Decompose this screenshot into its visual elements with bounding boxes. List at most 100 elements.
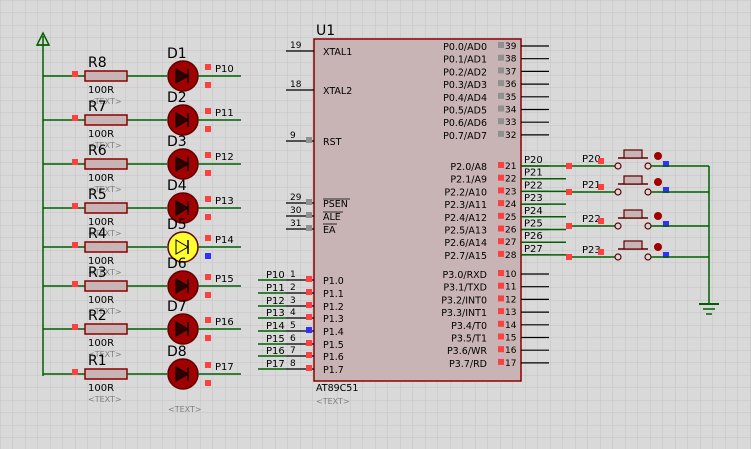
chip-pin-p12: 3P1.2	[286, 296, 344, 313]
resistor-body	[84, 202, 128, 214]
power-rail[interactable]	[35, 31, 51, 376]
pin-name: P1.2	[323, 302, 344, 313]
pin-marker	[498, 238, 504, 245]
resistor-body	[84, 280, 128, 292]
resistor-body	[84, 323, 128, 335]
net-label: P14	[266, 321, 285, 332]
pin-number: 28	[505, 251, 517, 261]
chip-pin-p14: 5P1.4	[286, 321, 344, 338]
pin-name: P0.1/AD1	[443, 55, 487, 66]
pin-number: 2	[290, 283, 296, 293]
chip-body[interactable]	[313, 38, 522, 382]
pin-name: P0.3/AD3	[443, 80, 487, 91]
pin-marker	[498, 187, 504, 194]
pin-marker	[498, 282, 504, 289]
net-label: P10	[266, 270, 285, 281]
pin-marker	[566, 163, 572, 169]
pin-marker	[498, 346, 504, 353]
chip-pin-p01ad1: 38 P0.1/AD1	[443, 54, 549, 66]
pin-name: P2.1/A9	[450, 175, 487, 186]
pin-marker	[663, 187, 669, 193]
resistor-body	[84, 368, 128, 380]
pin-number: 13	[505, 308, 516, 318]
pin-marker	[205, 362, 211, 368]
pin-marker	[72, 159, 78, 165]
led-label: D8	[167, 344, 187, 360]
pin-marker	[306, 212, 312, 218]
resistor-label: R4	[88, 226, 107, 242]
pin-number: 17	[505, 359, 516, 369]
pin-marker	[306, 199, 312, 205]
pin-marker	[498, 118, 504, 125]
text-tag: <TEXT>	[88, 185, 122, 194]
pin-name: P3.0/RXD	[443, 270, 487, 281]
net-label: P20	[524, 155, 543, 166]
pushbutton[interactable]: P22	[566, 209, 709, 230]
pin-marker	[72, 71, 78, 77]
switch-contact	[614, 162, 622, 170]
pin-name: P3.3/INT1	[441, 308, 487, 319]
pin-marker	[306, 365, 312, 371]
chip-pin-p16: 7P1.6	[286, 346, 344, 363]
net-label: P16	[266, 346, 285, 357]
switch-indicator-icon	[654, 212, 662, 220]
pushbutton[interactable]: P23	[566, 240, 709, 261]
pin-number: 37	[505, 67, 516, 77]
text-tag: <TEXT>	[88, 229, 122, 238]
pin-number: 6	[290, 334, 296, 344]
net-label: P16	[215, 317, 234, 328]
pin-number: 38	[505, 55, 517, 65]
pin-name: PSEN	[323, 199, 348, 210]
pushbutton[interactable]: P21	[566, 175, 709, 196]
pin-number: 4	[290, 308, 296, 318]
pushbutton[interactable]: P20	[566, 149, 709, 170]
microcontroller-u1[interactable]: U1 AT89C51 <TEXT> 19XTAL118XTAL29RST29PS…	[286, 23, 549, 406]
pin-name: P0.4/AD4	[443, 93, 487, 104]
pin-number: 22	[505, 175, 516, 185]
resistor-value: 100R	[88, 129, 114, 140]
pin-marker	[598, 158, 604, 164]
pin-number: 27	[505, 238, 516, 248]
pin-number: 33	[505, 118, 516, 128]
pin-name: EA	[323, 225, 336, 236]
pin-number: 24	[505, 200, 517, 210]
pin-name: P0.5/AD5	[443, 106, 487, 117]
pin-marker	[205, 64, 211, 70]
resistor-label: R6	[88, 143, 107, 159]
pin-marker	[205, 292, 211, 298]
net-label: P26	[524, 231, 543, 242]
pin-marker	[205, 196, 211, 202]
pin-marker	[498, 174, 504, 181]
diode-triangle	[175, 278, 189, 294]
pin-marker	[566, 189, 572, 195]
pin-name: ALE	[323, 212, 341, 223]
net-label: P11	[215, 108, 234, 119]
pin-name: P1.1	[323, 289, 344, 300]
led-resistor-rows: R8100R<TEXT>D1P10R7100R<TEXT>D2P11R6100R…	[43, 46, 241, 414]
net-label: P22	[582, 214, 601, 225]
pin-number: 26	[505, 226, 517, 236]
pin-marker	[306, 352, 312, 358]
diode-triangle	[175, 112, 189, 128]
pin-marker	[498, 67, 504, 74]
net-label: P17	[215, 362, 234, 373]
pin-marker	[598, 249, 604, 255]
pin-marker	[498, 212, 504, 219]
pin-marker	[205, 274, 211, 280]
chip-text-tag: <TEXT>	[316, 397, 350, 406]
